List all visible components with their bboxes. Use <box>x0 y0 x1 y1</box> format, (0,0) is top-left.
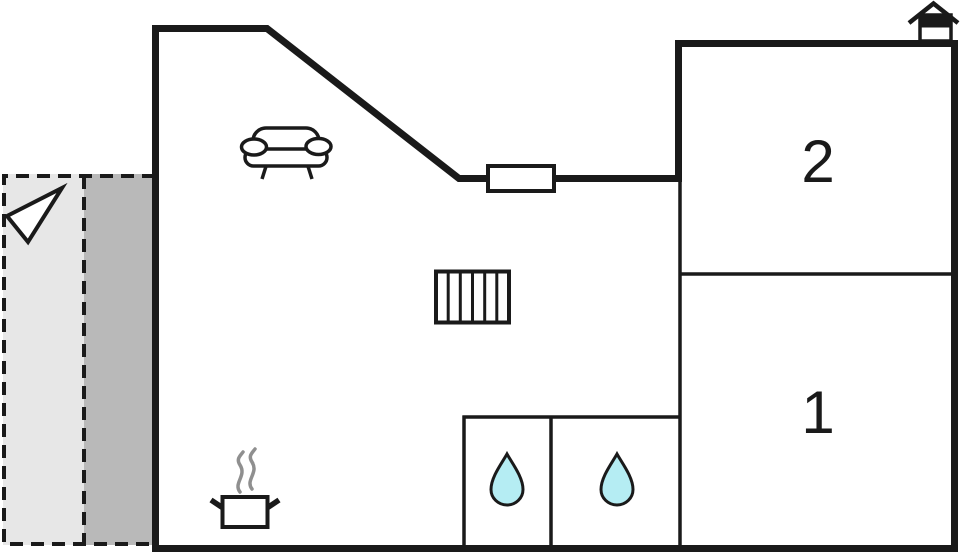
house-body-top <box>920 15 951 28</box>
room-1-label: 1 <box>801 379 834 446</box>
terrace-dashed-border <box>2 174 155 546</box>
window-icon <box>486 164 556 193</box>
sofa-seat <box>243 147 329 168</box>
terrace-light-strip <box>3 174 84 545</box>
terrace-dark-strip <box>84 174 152 545</box>
pot-body <box>220 495 270 529</box>
sofa-icon <box>239 126 333 180</box>
steam-line <box>248 447 257 491</box>
water-drop-icon <box>599 450 635 507</box>
sofa-arm-left <box>239 137 269 157</box>
radiator-icon <box>434 269 511 325</box>
water-drop-icon <box>489 450 525 507</box>
room-2-label: 2 <box>801 128 834 195</box>
cooking-pot-icon <box>209 447 281 529</box>
steam-line <box>236 450 245 494</box>
bathroom-icons <box>489 450 635 507</box>
sofa-arm-right <box>304 136 333 157</box>
north-arrow-icon <box>3 182 68 246</box>
terrace-area <box>2 174 155 546</box>
building-outer-wall <box>152 25 958 552</box>
house-icon <box>907 0 960 43</box>
